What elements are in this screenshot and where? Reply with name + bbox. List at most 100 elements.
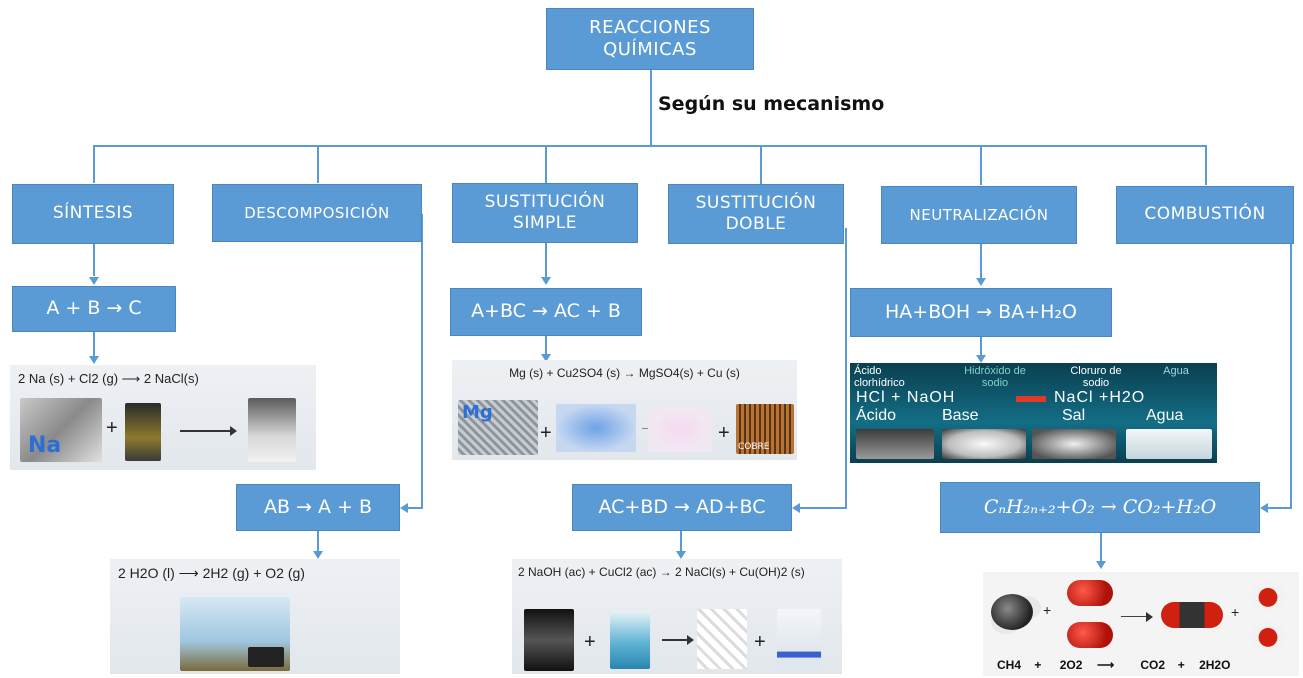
plus-sign: + bbox=[1043, 602, 1052, 618]
root-box: REACCIONES QUÍMICAS bbox=[546, 8, 754, 70]
battery-image bbox=[248, 647, 284, 667]
conn-neu-eq bbox=[980, 244, 982, 278]
name-acido: Ácido clorhídrico bbox=[854, 365, 905, 389]
equation-sustitucion-simple: A+BC → AC + B bbox=[450, 288, 642, 336]
conn-neu-panel bbox=[980, 337, 982, 355]
formula-term: CO2 bbox=[1140, 658, 1166, 672]
category-sustitucion-doble: SUSTITUCIÓN DOBLE bbox=[668, 184, 844, 244]
category-neutralizacion: NEUTRALIZACIÓN bbox=[881, 186, 1077, 244]
name-hidroxido: Hidróxido de sodio bbox=[964, 365, 1026, 389]
example-combustion: + + CH4 + 2O2 ⟶ CO2 + 2H2O bbox=[983, 572, 1299, 676]
plus-sign: + bbox=[540, 422, 552, 444]
root-connector bbox=[650, 70, 652, 146]
equation-text: A+BC → AC + B bbox=[471, 300, 621, 323]
sodium-label: Na bbox=[28, 433, 62, 458]
reaction-arrow bbox=[662, 635, 694, 645]
formula-term: ⟶ bbox=[1097, 658, 1115, 672]
acid-image bbox=[856, 429, 934, 459]
arrow-neu-panel bbox=[976, 355, 986, 363]
mecanismo-caption: Según su mecanismo bbox=[658, 93, 885, 115]
drop-combustion bbox=[1205, 145, 1207, 185]
category-label: SÍNTESIS bbox=[52, 203, 134, 224]
name-agua: Agua bbox=[1163, 365, 1189, 377]
reaction-text: 2 Na (s) + Cl2 (g) ⟶ 2 NaCl(s) bbox=[18, 371, 199, 386]
arrow-comb-panel bbox=[1096, 561, 1106, 569]
top-bus bbox=[93, 145, 1207, 147]
conn-sd-horizontal bbox=[800, 507, 847, 509]
role-acido: Ácido bbox=[856, 407, 897, 424]
conn-comb-panel bbox=[1100, 533, 1102, 561]
role-base: Base bbox=[942, 407, 979, 424]
salt-jar-image bbox=[248, 398, 296, 462]
reaction-text: 2 H2O (l) ⟶ 2H2 (g) + O2 (g) bbox=[118, 565, 305, 581]
plus-sign: + bbox=[754, 631, 766, 653]
oxygen-molecule-2 bbox=[1067, 622, 1113, 648]
arrow-sd-eq bbox=[792, 503, 800, 513]
equation-text: AC+BD → AD+BC bbox=[598, 495, 766, 518]
equation-sustitucion-doble: AC+BD → AD+BC bbox=[572, 484, 792, 531]
formula-term: + bbox=[1034, 658, 1042, 672]
copper-label: COBRE bbox=[738, 442, 770, 452]
arrow-comb-eq bbox=[1260, 503, 1268, 513]
chlorine-flask-image bbox=[125, 403, 161, 461]
conn-comb-horizontal bbox=[1268, 507, 1292, 509]
reaction-arrow bbox=[1121, 612, 1153, 622]
water-molecule-1 bbox=[1251, 582, 1285, 610]
plus-sign: + bbox=[106, 417, 118, 439]
conn-desc-panel bbox=[317, 531, 319, 551]
equation-descomposicion: AB → A + B bbox=[236, 484, 400, 531]
conn-desc-horizontal bbox=[408, 507, 423, 509]
example-descomposicion: 2 H2O (l) ⟶ 2H2 (g) + O2 (g) bbox=[110, 559, 400, 674]
water-image bbox=[1126, 429, 1212, 459]
sodium-image: Na bbox=[20, 398, 102, 462]
reaction-arrow bbox=[180, 426, 237, 436]
formula-left: HCl + NaOH bbox=[856, 389, 956, 406]
conn-ss-eq bbox=[545, 243, 547, 277]
oxygen-molecule-1 bbox=[1067, 580, 1113, 606]
category-label: NEUTRALIZACIÓN bbox=[909, 205, 1049, 224]
formula-term: + bbox=[1177, 658, 1185, 672]
conn-sintesis-eq bbox=[93, 244, 95, 276]
methane-molecule bbox=[991, 594, 1033, 630]
category-label: DESCOMPOSICIÓN bbox=[244, 203, 390, 222]
equation-combustion: CₙH₂ₙ₊₂+O₂ → CO₂+H₂O bbox=[940, 482, 1260, 533]
arrow-neu-eq bbox=[976, 278, 986, 286]
reaction-text: Mg (s) + Cu2SO4 (s) → MgSO4(s) + Cu (s) bbox=[509, 366, 740, 380]
equation-neutralizacion: HA+BOH → BA+H₂O bbox=[850, 288, 1112, 337]
magnesium-image: Mg bbox=[458, 400, 538, 455]
category-combustion: COMBUSTIÓN bbox=[1116, 186, 1294, 244]
category-sustitucion-simple: SUSTITUCIÓN SIMPLE bbox=[452, 183, 638, 243]
conn-desc-vertical bbox=[421, 214, 423, 508]
drop-descomposicion bbox=[317, 145, 319, 183]
plus-sign: + bbox=[584, 631, 596, 653]
drop-sust-doble bbox=[760, 145, 762, 185]
formula-term: 2O2 bbox=[1059, 658, 1083, 672]
conn-sintesis-panel bbox=[93, 332, 95, 356]
formula-term: 2H2O bbox=[1199, 658, 1231, 672]
category-label: COMBUSTIÓN bbox=[1144, 204, 1266, 225]
role-sal: Sal bbox=[1062, 407, 1086, 424]
example-sustitucion-doble: 2 NaOH (ac) + CuCl2 (ac) → 2 NaCl(s) + C… bbox=[512, 559, 842, 674]
cucl2-beaker-image bbox=[610, 611, 650, 669]
drop-sintesis bbox=[93, 145, 95, 183]
salt-image bbox=[1032, 429, 1116, 459]
equation-text: AB → A + B bbox=[263, 495, 373, 518]
equation-sintesis: A + B → C bbox=[12, 286, 176, 332]
arrow-desc-eq bbox=[400, 503, 408, 513]
formula-term: CH4 bbox=[997, 658, 1022, 672]
copper-sulfate-image bbox=[556, 404, 636, 452]
plus-sign: + bbox=[1231, 604, 1240, 620]
category-descomposicion: DESCOMPOSICIÓN bbox=[212, 184, 422, 242]
equation-text: CₙH₂ₙ₊₂+O₂ → CO₂+H₂O bbox=[983, 495, 1217, 518]
conn-sd-panel bbox=[680, 531, 682, 551]
equation-text: HA+BOH → BA+H₂O bbox=[885, 300, 1077, 323]
example-sintesis: 2 Na (s) + Cl2 (g) ⟶ 2 NaCl(s) Na + bbox=[10, 365, 316, 470]
role-agua: Agua bbox=[1146, 407, 1184, 424]
reaction-text: 2 NaOH (ac) + CuCl2 (ac) → 2 NaCl(s) + C… bbox=[518, 565, 805, 579]
magnesium-sulfate-image bbox=[648, 408, 712, 452]
arrow-ss-eq bbox=[541, 277, 551, 285]
plus-sign: + bbox=[718, 422, 730, 444]
example-sustitucion-simple: Mg (s) + Cu2SO4 (s) → MgSO4(s) + Cu (s) … bbox=[452, 360, 797, 460]
category-sintesis: SÍNTESIS bbox=[12, 184, 174, 244]
name-cloruro: Cloruro de sodio bbox=[1070, 365, 1122, 389]
